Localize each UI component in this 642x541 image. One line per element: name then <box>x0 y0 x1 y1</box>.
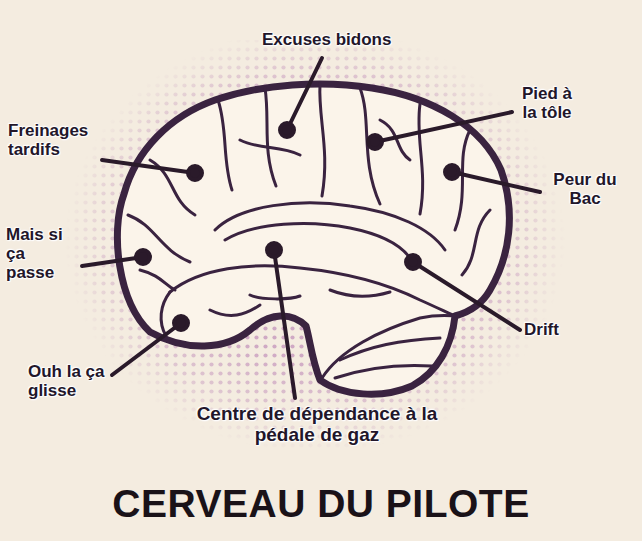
callout-label: Excuses bidons <box>262 30 452 49</box>
callout-label: Ouh la ça glisse <box>28 362 106 400</box>
callout-label: Pied à la tôle <box>516 84 578 122</box>
callout-label: Peur du Bac <box>545 170 625 208</box>
callout-label: Centre de dépendance à la pédale de gaz <box>186 403 448 446</box>
callout-label: Mais si ça passe <box>6 225 72 282</box>
brain-outline <box>117 84 509 394</box>
leader-lines <box>82 58 540 398</box>
callout-label: Freinages tardifs <box>8 121 98 159</box>
diagram-title: CERVEAU DU PILOTE <box>0 482 642 526</box>
halftone-dots <box>40 40 600 460</box>
callout-label: Drift <box>524 320 594 339</box>
